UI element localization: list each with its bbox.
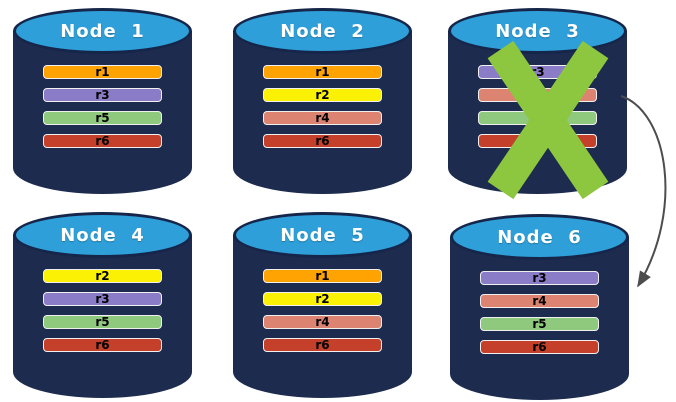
node-title: Node 4 bbox=[60, 224, 145, 246]
replica-label: r4 bbox=[315, 315, 330, 329]
node-header: Node 1 bbox=[13, 8, 192, 54]
replica-label: r6 bbox=[95, 134, 110, 148]
node-5: Node 5 r1 r2 r4 r6 bbox=[233, 212, 412, 398]
replica-list: r3 r4 r5 r6 bbox=[480, 271, 599, 363]
replica-bar: r6 bbox=[480, 340, 599, 354]
replica-bar: r1 bbox=[263, 65, 382, 79]
node-title: Node 1 bbox=[60, 20, 145, 42]
node-title: Node 2 bbox=[280, 20, 365, 42]
replica-label: r4 bbox=[315, 111, 330, 125]
cylinder-bottom bbox=[450, 348, 629, 400]
replica-label: r6 bbox=[315, 134, 330, 148]
node-2: Node 2 r1 r2 r4 r6 bbox=[233, 8, 412, 194]
replica-label: r1 bbox=[315, 65, 330, 79]
replica-bar: r1 bbox=[43, 65, 162, 79]
replica-bar: r3 bbox=[480, 271, 599, 285]
node-6: Node 6 r3 r4 r5 r6 bbox=[450, 214, 629, 400]
replica-label: r3 bbox=[95, 88, 110, 102]
node-4: Node 4 r2 r3 r5 r6 bbox=[13, 212, 192, 398]
node-header: Node 5 bbox=[233, 212, 412, 258]
replica-label: r5 bbox=[95, 315, 110, 329]
replica-label: r2 bbox=[315, 88, 330, 102]
replica-label: r3 bbox=[95, 292, 110, 306]
replica-bar: r6 bbox=[43, 134, 162, 148]
replica-label: r1 bbox=[315, 269, 330, 283]
cylinder-bottom bbox=[233, 142, 412, 194]
replica-label: r5 bbox=[532, 317, 547, 331]
replica-bar: r3 bbox=[43, 88, 162, 102]
replica-bar: r5 bbox=[480, 317, 599, 331]
node-header: Node 4 bbox=[13, 212, 192, 258]
replica-bar: r2 bbox=[263, 292, 382, 306]
replica-label: r6 bbox=[95, 338, 110, 352]
node-header: Node 2 bbox=[233, 8, 412, 54]
replica-bar: r1 bbox=[263, 269, 382, 283]
replica-list: r1 r2 r4 r6 bbox=[263, 269, 382, 361]
replica-bar: r4 bbox=[480, 294, 599, 308]
replica-bar: r3 bbox=[43, 292, 162, 306]
replica-bar: r6 bbox=[263, 134, 382, 148]
replica-label: r2 bbox=[95, 269, 110, 283]
replica-bar: r6 bbox=[43, 338, 162, 352]
node-header: Node 3 bbox=[448, 8, 627, 54]
replica-label: r1 bbox=[95, 65, 110, 79]
replica-list: r2 r3 r5 r6 bbox=[43, 269, 162, 361]
replica-bar: r2 bbox=[263, 88, 382, 102]
node-header: Node 6 bbox=[450, 214, 629, 260]
cylinder-bottom bbox=[13, 142, 192, 194]
node-title: Node 3 bbox=[495, 20, 580, 42]
replica-label: r6 bbox=[315, 338, 330, 352]
replica-label: r5 bbox=[95, 111, 110, 125]
replica-list: r1 r2 r4 r6 bbox=[263, 65, 382, 157]
failure-x-icon bbox=[486, 40, 610, 200]
replica-bar: r5 bbox=[43, 315, 162, 329]
node-title: Node 6 bbox=[497, 226, 582, 248]
replica-list: r1 r3 r5 r6 bbox=[43, 65, 162, 157]
replica-bar: r6 bbox=[263, 338, 382, 352]
replica-label: r2 bbox=[315, 292, 330, 306]
node-title: Node 5 bbox=[280, 224, 365, 246]
replica-label: r4 bbox=[532, 294, 547, 308]
replica-bar: r5 bbox=[43, 111, 162, 125]
cylinder-bottom bbox=[233, 346, 412, 398]
node-1: Node 1 r1 r3 r5 r6 bbox=[13, 8, 192, 194]
replica-label: r3 bbox=[532, 271, 547, 285]
replica-bar: r2 bbox=[43, 269, 162, 283]
replica-bar: r4 bbox=[263, 315, 382, 329]
cylinder-bottom bbox=[13, 346, 192, 398]
replica-label: r6 bbox=[532, 340, 547, 354]
replica-bar: r4 bbox=[263, 111, 382, 125]
